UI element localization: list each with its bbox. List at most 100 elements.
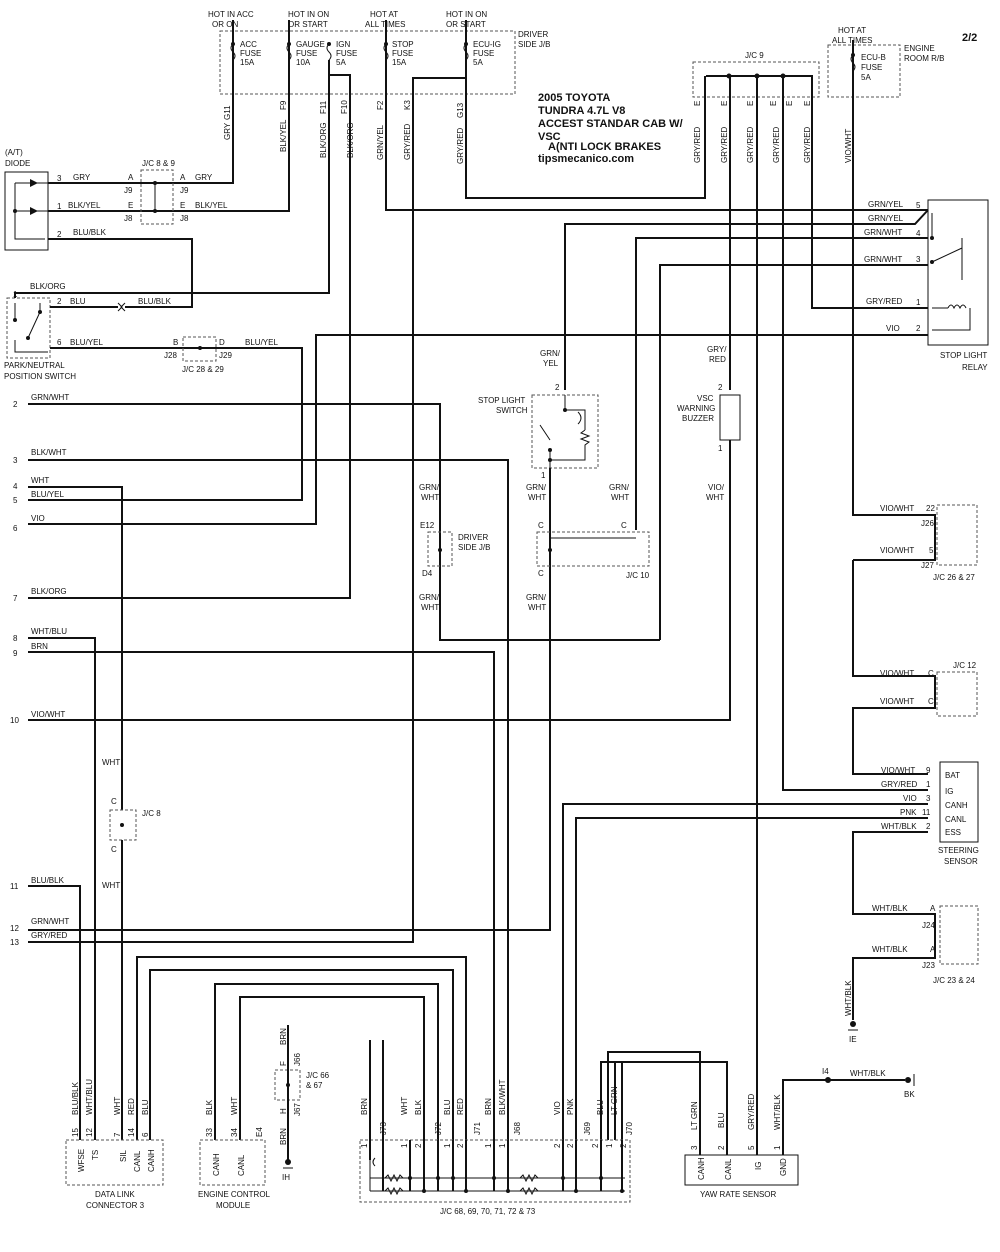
jc12-pin-c1: C	[928, 669, 934, 678]
jc68-pin-1: 1	[360, 1143, 369, 1148]
steering-term-ess: ESS	[945, 828, 961, 837]
wht-label-lower: WHT	[102, 881, 120, 890]
ign-hot-label-2: OR START	[288, 20, 328, 29]
stop-switch-wire-bottom-2: WHT	[528, 493, 546, 502]
steering-term-canl: CANL	[945, 815, 967, 824]
jc68-pin-11: 1	[605, 1143, 614, 1148]
title-line-1: 2005 TOYOTA	[538, 92, 610, 104]
wire-grn-yel-relay-5: GRN/YEL	[868, 200, 904, 209]
ecm-label-1: ENGINE CONTROL	[198, 1190, 271, 1199]
jc68-73-label: J/C 68, 69, 70, 71, 72 & 73	[440, 1207, 536, 1216]
ecu-ig-fuse-rating: 5A	[473, 58, 483, 67]
jb-pin-f10: F10	[340, 100, 349, 114]
dlc3-term-wfse: WFSE	[77, 1149, 86, 1172]
ground-i4-dot	[825, 1077, 831, 1083]
relay-symbol-icon	[930, 213, 971, 331]
vio-can-h-wire	[562, 803, 928, 1140]
wire-blk-yel-left: BLK/YEL	[68, 201, 101, 210]
blk-org-ign-wire	[14, 100, 330, 298]
ground-ih-label: IH	[282, 1173, 290, 1182]
left-wire-grn-wht-12: GRN/WHT	[31, 917, 69, 926]
jc9-box	[692, 61, 820, 98]
dlc3-wire-wht: WHT	[113, 1097, 122, 1115]
dlc3-term-canh: CANH	[147, 1149, 156, 1172]
yaw-wire-blu: BLU	[717, 1112, 726, 1128]
jc2829-conn-j29: J29	[219, 351, 232, 360]
jc10-wire-lower-1: GRN/	[526, 593, 547, 602]
steering-pin-3: 3	[926, 794, 931, 803]
left-wire-blk-wht-3: BLK/WHT	[31, 448, 67, 457]
stop-fuse-word: FUSE	[392, 49, 413, 58]
jc68-conn-j69: J69	[583, 1122, 592, 1135]
ign-fuse-label: IGN FUSE 5A	[336, 40, 357, 67]
jb-wire-gry: GRY	[223, 122, 232, 140]
jc10-label: J/C 10	[626, 571, 650, 580]
jb-wire-grn-yel: GRN/YEL	[376, 124, 385, 160]
jc9-wire-1: GRY/RED	[693, 126, 702, 163]
jc68-pin-4: 1	[443, 1143, 452, 1148]
steering-pin-1: 1	[926, 780, 931, 789]
ecm-pin-33: 33	[205, 1128, 214, 1137]
left-pin-11: 11	[10, 882, 19, 891]
jc9-pin-6: E	[803, 101, 812, 106]
title-line-6: tipsmecanico.com	[538, 153, 634, 165]
jb-wire-blk-yel: BLK/YEL	[279, 119, 288, 152]
jc12-box	[936, 671, 978, 717]
jc89-label: J/C 8 & 9	[142, 159, 175, 168]
left-pin-5: 5	[13, 496, 18, 505]
steering-terminals: BAT IG CANH CANL ESS	[945, 771, 968, 837]
jc89-pins: A A E E J9 J9 J8 J8	[124, 173, 189, 223]
grn-wht-pin2-wire	[28, 403, 660, 641]
wire-gry-red-relay-1: GRY/RED	[866, 297, 903, 306]
dlc3-wire-blu: BLU	[141, 1099, 150, 1115]
djb-pin-e12: E12	[420, 521, 435, 530]
ground-bk-icon	[905, 1074, 915, 1086]
jc2324-wire-3: WHT/BLK	[844, 980, 853, 1016]
ign-fuse-icon	[326, 42, 332, 61]
jc10-wire-lower-2: WHT	[528, 603, 546, 612]
wire-vio-wht-5: VIO/WHT	[880, 546, 914, 555]
wire-vio-wht-22: VIO/WHT	[880, 504, 914, 513]
ecu-b-fuse-icon	[850, 53, 856, 72]
jc6667-pin-h: H	[279, 1108, 288, 1114]
jc9-pin-1: E	[693, 101, 702, 106]
gry-red-pin13-wire	[28, 100, 414, 943]
title-line-5: A(NTI LOCK BRAKES	[548, 141, 661, 153]
relay-pin-2: 2	[916, 324, 921, 333]
jc89-box	[140, 169, 174, 225]
jb-pin-f9: F9	[279, 100, 288, 110]
djb-e12-label-1: DRIVER	[458, 533, 488, 542]
jc2324-box	[939, 905, 979, 965]
pn-switch-symbol-icon	[13, 303, 48, 353]
wht-blk-ess-wire	[852, 831, 936, 1020]
ecu-ig-fuse-label: ECU-IG FUSE 5A	[473, 40, 501, 67]
djb-wire-bottom-1: GRN/	[419, 593, 440, 602]
jc89-pin-e-right: E	[180, 201, 185, 210]
red-canl-bus-wire	[136, 956, 467, 1140]
jb-wire-labels: GRY BLK/YEL BLK/ORG BLK/ORG GRN/YEL GRY/…	[223, 119, 465, 164]
dlc3-wire-wht-blu: WHT/BLU	[85, 1079, 94, 1115]
yaw-sensor-wires	[699, 1079, 905, 1155]
dlc3-label-2: CONNECTOR 3	[86, 1201, 145, 1210]
steering-pin-2: 2	[926, 822, 931, 831]
page-number: 2/2	[962, 32, 977, 44]
engine-rb-label-1: ENGINE	[904, 44, 935, 53]
steering-pin-9: 9	[926, 766, 931, 775]
wire-blu-yel-jc29: BLU/YEL	[245, 338, 278, 347]
steering-wires-labels: VIO/WHT GRY/RED VIO PNK WHT/BLK	[881, 766, 918, 831]
jc12-label: J/C 12	[953, 661, 977, 670]
jc2324-wire-1: WHT/BLK	[872, 904, 908, 913]
jc2324-label: J/C 23 & 24	[933, 976, 975, 985]
stop-switch-wire-bottom-1: GRN/	[526, 483, 547, 492]
acc-fuse-rating: 15A	[240, 58, 255, 67]
stop-switch-symbol-icon	[539, 395, 591, 468]
jc2829-dot	[198, 346, 202, 350]
jc10-pin-c1: C	[538, 521, 544, 530]
yaw-wire-lt-grn: LT GRN	[690, 1101, 699, 1130]
ecm-label-2: MODULE	[216, 1201, 250, 1210]
ground-i4-label: I4	[822, 1067, 829, 1076]
jc8-pin-c2: C	[111, 845, 117, 854]
left-pin-10: 10	[10, 716, 19, 725]
wht-blu-pin8-wire	[28, 637, 96, 1140]
relay-label-2: RELAY	[962, 363, 988, 372]
